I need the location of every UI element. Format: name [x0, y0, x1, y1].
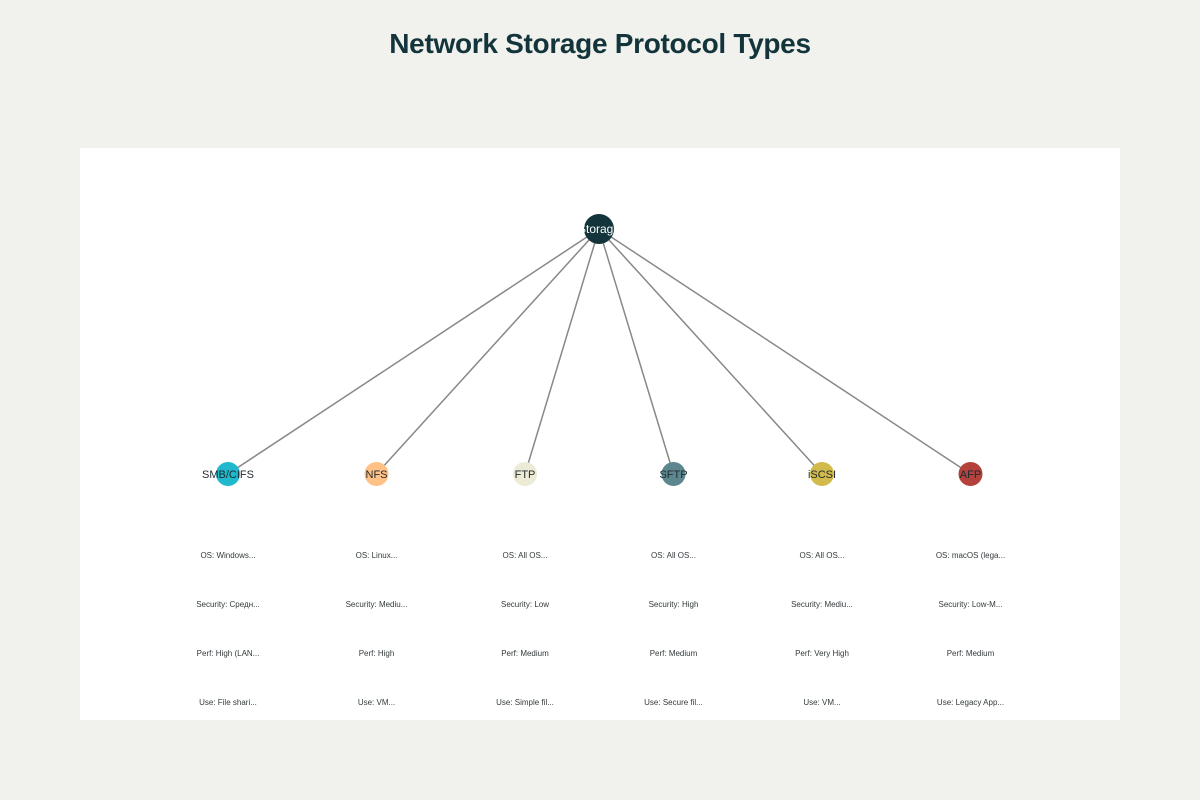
protocol-info-perf: Perf: High — [359, 649, 395, 658]
protocol-node-label: SMB/CIFS — [202, 469, 254, 481]
protocol-info-security: Security: Средн... — [196, 600, 260, 609]
protocol-info-security: Security: Mediu... — [346, 600, 408, 609]
edge-iscsi — [598, 228, 823, 475]
protocol-info-os: OS: Windows... — [200, 551, 255, 560]
protocol-node-label: FTP — [515, 469, 536, 481]
edge-sftp — [598, 228, 675, 475]
diagram-panel: Storage SMB/CIFS OS: Windows... Security: … — [80, 148, 1120, 720]
protocol-info-use: Use: Legacy App... — [937, 698, 1004, 707]
protocol-info-os: OS: All OS... — [503, 551, 548, 560]
protocol-node-label: NFS — [366, 469, 388, 481]
protocol-node-afp[interactable]: AFP OS: macOS (lega... Security: Low-M... P… — [936, 462, 1005, 707]
protocol-info-use: Use: VM... — [358, 698, 395, 707]
protocol-node-circle[interactable] — [958, 462, 983, 486]
protocol-info-os: OS: macOS (lega... — [936, 551, 1005, 560]
protocol-nodes-group: SMB/CIFS OS: Windows... Security: Средн...… — [196, 462, 1005, 707]
protocol-node-label: AFP — [960, 469, 981, 481]
protocol-node-circle[interactable] — [810, 462, 834, 486]
protocol-info-perf: Perf: Very High — [795, 649, 849, 658]
protocol-info-use: Use: Secure fil... — [644, 698, 703, 707]
diagram-title: Network Storage Protocol Types — [389, 28, 811, 59]
protocol-node-circle[interactable] — [216, 462, 240, 486]
protocol-info-use: Use: VM... — [803, 698, 840, 707]
edges-group — [227, 228, 971, 475]
protocol-info-security: Security: High — [649, 600, 699, 609]
protocol-info-perf: Perf: Medium — [501, 649, 549, 658]
protocol-info-os: OS: All OS... — [651, 551, 696, 560]
edge-smb-cifs — [227, 228, 600, 475]
protocol-node-label: iSCSI — [808, 469, 836, 481]
protocol-node-nfs[interactable]: NFS OS: Linux... Security: Mediu... Perf: H… — [346, 462, 408, 707]
protocol-info-os: OS: All OS... — [800, 551, 845, 560]
root-node-circle[interactable] — [584, 214, 614, 244]
edge-nfs — [375, 228, 600, 475]
protocol-info-use: Use: Simple fil... — [496, 698, 554, 707]
root-node-label: Storage — [578, 222, 620, 236]
protocol-node-circle[interactable] — [364, 462, 389, 486]
protocol-node-circle[interactable] — [513, 462, 537, 486]
protocol-node-label: SFTP — [659, 469, 687, 481]
protocol-info-security: Security: Mediu... — [791, 600, 853, 609]
protocol-info-perf: Perf: High (LAN... — [197, 649, 260, 658]
protocol-node-iscsi[interactable]: iSCSI OS: All OS... Security: Mediu... Perf… — [791, 462, 853, 707]
edge-ftp — [524, 228, 600, 475]
protocol-info-use: Use: File shari... — [199, 698, 257, 707]
protocol-tree-diagram: Storage SMB/CIFS OS: Windows... Security: … — [196, 214, 1005, 707]
protocol-info-perf: Perf: Medium — [650, 649, 698, 658]
protocol-node-circle[interactable] — [661, 462, 686, 486]
protocol-info-perf: Perf: Medium — [947, 649, 995, 658]
protocol-node-smb-cifs[interactable]: SMB/CIFS OS: Windows... Security: Средн...… — [196, 462, 260, 707]
edge-afp — [598, 228, 971, 475]
protocol-info-security: Security: Low-M... — [938, 600, 1002, 609]
protocol-info-os: OS: Linux... — [356, 551, 398, 560]
root-node[interactable]: Storage — [578, 214, 620, 244]
protocol-info-security: Security: Low — [501, 600, 549, 609]
